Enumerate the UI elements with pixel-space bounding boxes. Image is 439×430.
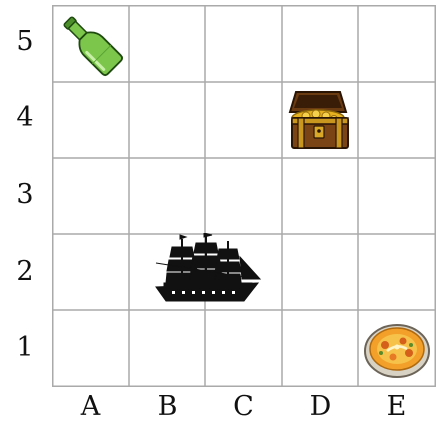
cell-c3[interactable]: [205, 158, 281, 234]
cell-a3[interactable]: [52, 158, 128, 234]
col-label-b: B: [129, 393, 206, 420]
game-board: [52, 5, 436, 393]
cell-c1[interactable]: [205, 310, 281, 386]
col-label-a: A: [52, 393, 129, 420]
cell-b3[interactable]: [129, 158, 205, 234]
cell-e4[interactable]: [358, 82, 434, 158]
row-label-3: 3: [10, 181, 40, 208]
row-label-1: 1: [10, 334, 40, 361]
row-label-4: 4: [10, 104, 40, 131]
cell-c4[interactable]: [205, 82, 281, 158]
ship-icon[interactable]: [152, 233, 264, 309]
treasure-chest-icon[interactable]: [284, 84, 356, 156]
cell-a4[interactable]: [52, 82, 128, 158]
food-plate-icon[interactable]: [359, 311, 435, 387]
row-label-5: 5: [10, 28, 40, 55]
cell-e2[interactable]: [358, 234, 434, 310]
bottle-icon[interactable]: [56, 9, 126, 79]
cell-a2[interactable]: [52, 234, 128, 310]
col-label-c: C: [205, 393, 282, 420]
cell-d5[interactable]: [282, 5, 358, 81]
cell-b1[interactable]: [129, 310, 205, 386]
cell-e5[interactable]: [358, 5, 434, 81]
cell-d3[interactable]: [282, 158, 358, 234]
row-label-2: 2: [10, 258, 40, 285]
cell-b4[interactable]: [129, 82, 205, 158]
cell-a1[interactable]: [52, 310, 128, 386]
col-label-d: D: [282, 393, 359, 420]
cell-e3[interactable]: [358, 158, 434, 234]
col-label-e: E: [358, 393, 435, 420]
cell-d1[interactable]: [282, 310, 358, 386]
cell-b5[interactable]: [129, 5, 205, 81]
cell-d2[interactable]: [282, 234, 358, 310]
cell-c5[interactable]: [205, 5, 281, 81]
